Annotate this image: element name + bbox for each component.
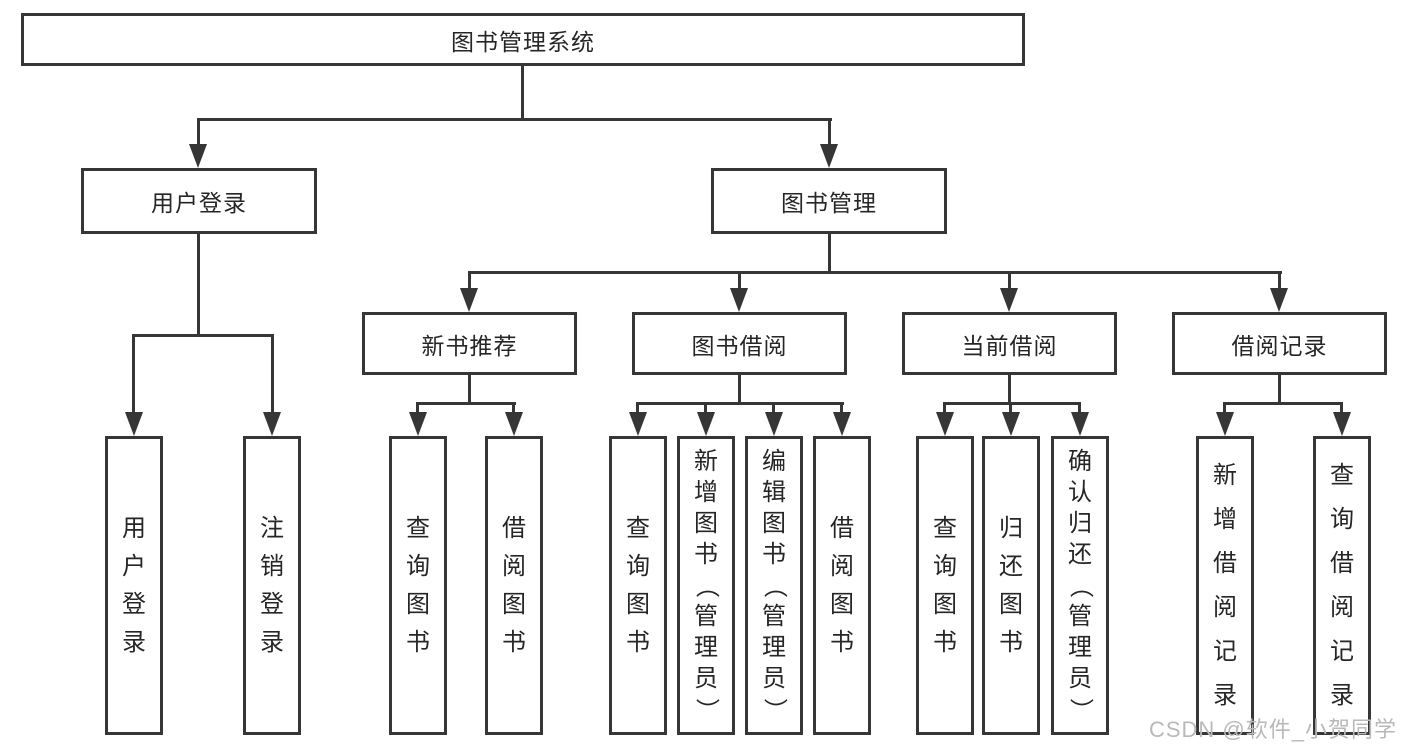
- arrow-down-icon: [1002, 412, 1020, 436]
- connector-line: [1278, 271, 1281, 291]
- arrow-down-icon: [936, 412, 954, 436]
- arrow-down-icon: [1000, 288, 1018, 312]
- leaf-borrow-books: 借阅图书: [813, 436, 871, 735]
- arrow-down-icon: [1270, 288, 1288, 312]
- connector-line: [1078, 402, 1081, 416]
- arrow-down-icon: [460, 288, 478, 312]
- connector-line: [738, 375, 741, 405]
- node-label: 借阅记录: [1231, 332, 1328, 359]
- node-new-book-recommendation: 新书推荐: [362, 312, 577, 375]
- node-current-borrowing: 当前借阅: [902, 312, 1117, 375]
- leaf-borrow-books: 借阅图书: [485, 436, 543, 735]
- node-label: 图书管理系统: [451, 28, 595, 55]
- connector-line: [197, 118, 832, 121]
- connector-line: [1009, 402, 1012, 416]
- connector-line: [132, 334, 274, 337]
- connector-line: [416, 402, 419, 416]
- node-label: 图书管理: [781, 190, 877, 216]
- connector-line: [1223, 402, 1226, 416]
- leaf-user-login: 用户登录: [105, 436, 163, 735]
- leaf-confirm-return-admin: 确认归还（管理员）: [1051, 436, 1109, 735]
- connector-line: [840, 402, 843, 416]
- arrow-down-icon: [1333, 412, 1351, 436]
- connector-line: [132, 334, 135, 414]
- connector-line: [772, 402, 775, 416]
- leaf-logout: 注销登录: [243, 436, 301, 735]
- connector-line: [1008, 375, 1011, 405]
- connector-line: [1008, 271, 1011, 291]
- connector-line: [636, 402, 844, 405]
- node-book-management: 图书管理: [711, 168, 947, 234]
- connector-line: [704, 402, 707, 416]
- node-label: 当前借阅: [961, 332, 1058, 359]
- connector-line: [468, 271, 1282, 274]
- node-borrowing-records: 借阅记录: [1172, 312, 1387, 375]
- node-label: 新书推荐: [421, 332, 518, 359]
- node-label: 图书借阅: [691, 332, 788, 359]
- leaf-add-borrow-record: 新增借阅记录: [1196, 436, 1254, 735]
- leaf-edit-books-admin: 编辑图书（管理员）: [745, 436, 803, 735]
- csdn-watermark: CSDN @软件_小贺同学: [1148, 717, 1397, 742]
- leaf-query-books: 查询图书: [916, 436, 974, 735]
- connector-line: [636, 402, 639, 416]
- connector-line: [828, 234, 831, 274]
- arrow-down-icon: [263, 412, 281, 436]
- arrow-down-icon: [189, 144, 207, 168]
- node-label: 用户登录: [151, 190, 247, 216]
- arrow-down-icon: [697, 412, 715, 436]
- connector-line: [468, 271, 471, 291]
- arrow-down-icon: [409, 412, 427, 436]
- connector-line: [521, 66, 524, 121]
- leaf-add-books-admin: 新增图书（管理员）: [677, 436, 735, 735]
- arrow-down-icon: [1071, 412, 1089, 436]
- node-book-borrowing: 图书借阅: [632, 312, 847, 375]
- connector-line: [512, 402, 515, 416]
- leaf-query-books: 查询图书: [389, 436, 447, 735]
- node-library-management-system: 图书管理系统: [21, 13, 1025, 66]
- arrow-down-icon: [833, 412, 851, 436]
- connector-line: [197, 234, 200, 337]
- connector-line: [943, 402, 946, 416]
- node-user-login: 用户登录: [81, 168, 317, 234]
- connector-line: [416, 402, 516, 405]
- arrow-down-icon: [505, 412, 523, 436]
- connector-line: [197, 118, 200, 148]
- arrow-down-icon: [730, 288, 748, 312]
- arrow-down-icon: [629, 412, 647, 436]
- arrow-down-icon: [1216, 412, 1234, 436]
- leaf-query-books: 查询图书: [609, 436, 667, 735]
- leaf-query-borrow-record: 查询借阅记录: [1313, 436, 1371, 735]
- connector-line: [1340, 402, 1343, 416]
- arrow-down-icon: [125, 412, 143, 436]
- connector-line: [828, 118, 831, 148]
- connector-line: [1278, 375, 1281, 405]
- arrow-down-icon: [765, 412, 783, 436]
- connector-line: [468, 375, 471, 405]
- connector-line: [943, 402, 1081, 405]
- connector-line: [738, 271, 741, 291]
- leaf-return-books: 归还图书: [982, 436, 1040, 735]
- arrow-down-icon: [820, 144, 838, 168]
- connector-line: [271, 334, 274, 414]
- connector-line: [1223, 402, 1343, 405]
